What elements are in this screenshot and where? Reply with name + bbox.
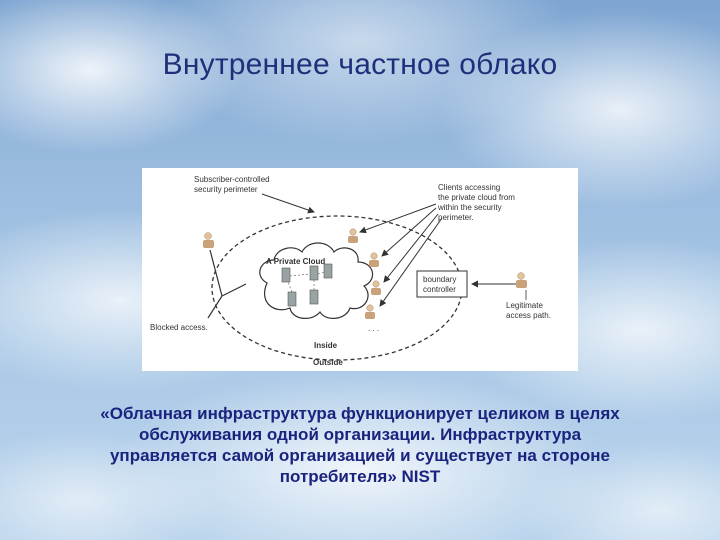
legit-label-line-2: access path. [506, 311, 551, 320]
quote-line-4: потребителя» NIST [279, 467, 441, 486]
person-icon [348, 228, 358, 243]
private-cloud-shape [259, 242, 374, 319]
perimeter-label-line-1: Subscriber-controlled [194, 175, 270, 184]
quote-line-3: управляется самой организацией и существ… [109, 446, 611, 465]
cloud-label: A Private Cloud [266, 257, 325, 266]
legitimate-user-icon [516, 272, 527, 288]
external-user-icon [203, 232, 214, 248]
legit-label-line-1: Legitimate [506, 301, 543, 310]
person-icon [365, 304, 375, 319]
clients-label-line-1: Clients accessing [438, 183, 500, 192]
svg-text:. . .: . . . [368, 324, 379, 333]
clients-label-line-2: the private cloud from [438, 193, 515, 202]
slide-title: Внутреннее частное облако [162, 48, 558, 81]
person-icon [369, 252, 379, 267]
internal-clients [348, 228, 381, 319]
blocked-label: Blocked access. [150, 323, 208, 332]
boundary-controller-box [416, 270, 468, 298]
outside-label: Outside [313, 358, 343, 367]
clients-label-line-3: within the security [437, 203, 502, 212]
person-icon [371, 280, 381, 295]
perimeter-label-line-2: security perimeter [194, 185, 258, 194]
nist-quote: «Облачная инфраструктура функционирует ц… [60, 403, 660, 487]
boundary-label-line-1: boundary [423, 275, 456, 284]
diagram-canvas: A Private Cloud boundary controller [150, 175, 551, 367]
quote-line-2: обслуживания одной организации. Инфрастр… [138, 425, 582, 444]
clients-label-line-4: perimeter. [438, 213, 474, 222]
boundary-label-line-2: controller [423, 285, 456, 294]
private-cloud-diagram: A Private Cloud boundary controller [142, 168, 578, 371]
server-icons [281, 263, 333, 307]
quote-line-1: «Облачная инфраструктура функционирует ц… [100, 404, 620, 423]
inside-label: Inside [314, 341, 338, 350]
